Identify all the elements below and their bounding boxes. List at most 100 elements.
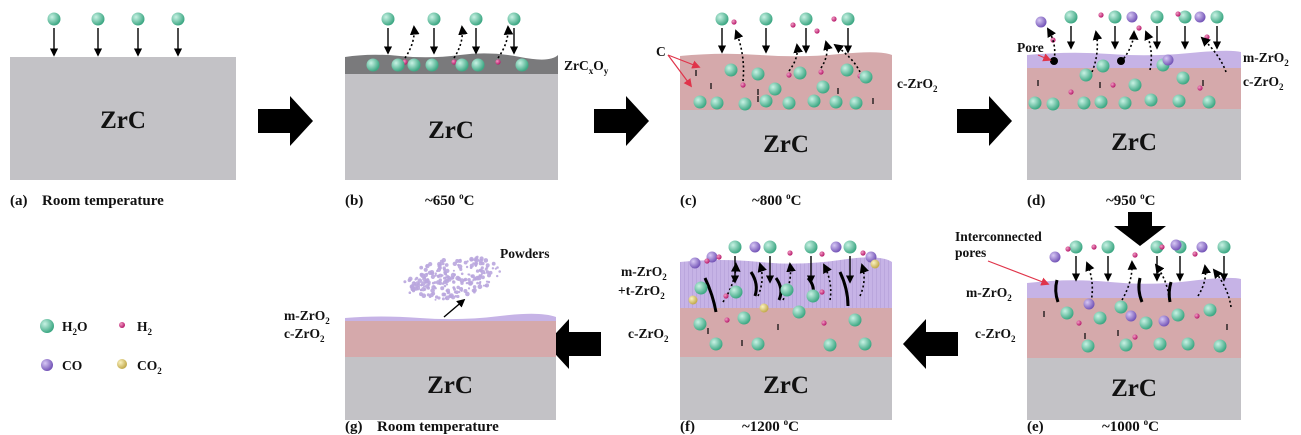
co-molecule-icon [830,241,842,253]
co-molecule-icon [1170,239,1182,251]
h2o-molecule-icon [738,97,752,111]
powder-particle [463,277,468,282]
interconnected-pores-label: Interconnected [955,229,1042,244]
powder-particle [445,268,450,273]
h2o-molecule-icon [693,95,707,109]
powder-particle [403,280,407,284]
h2-molecule-icon [1076,320,1082,326]
powder-particle [452,280,456,284]
powder-particle [408,291,412,295]
process-arrow-d-e [1114,212,1166,246]
powder-particle [440,286,445,291]
outward-arrow-icon [820,40,833,69]
h2-molecule-icon [831,16,837,22]
h2-molecule-icon [731,19,737,25]
panel-c-letter: (c) [680,193,697,209]
powder-particle [470,274,474,278]
h2o-molecule-icon [407,58,421,72]
powder-particle [463,260,468,265]
h2o-molecule-icon [763,240,777,254]
zrc-substrate [345,357,556,420]
h2o-molecule-icon [729,285,743,299]
panel-a-letter: (a) [10,193,28,209]
outward-arrow-icon [722,262,741,303]
h2o-molecule-icon [131,12,145,26]
h2-molecule-icon [821,320,827,326]
h2-legend-icon [119,322,125,328]
h2o-molecule-icon [1101,240,1115,254]
h2-molecule-icon [819,289,825,295]
powder-particle [428,262,433,267]
co-legend-label: CO [62,358,82,373]
powder-particle [472,279,475,282]
carbon-label: C [656,44,666,59]
powder-particle [496,266,499,269]
powder-particle [425,265,428,268]
pore-icon [1050,57,1058,65]
powder-particle [456,294,460,299]
powder-particle [483,258,489,263]
powder-particle [452,261,457,266]
interconnected-pore-icon [838,271,850,307]
legend: H2O H2 CO CO2 [40,319,162,376]
powder-particle [455,290,459,295]
h2o-molecule-icon [1150,240,1164,254]
pore-icon [1117,57,1125,65]
powder-particle [496,274,499,278]
panel-e-condition: ~1000 oC [1102,417,1159,435]
panel-b: ZrC ZrCxOy (b) ~650 oC [345,12,609,209]
co-molecule-icon [1083,298,1095,310]
co-molecule-icon [1158,315,1170,327]
h2o-molecule-icon [1046,97,1060,111]
powder-particle [430,274,435,279]
powder-particle [465,291,470,297]
powder-particle [485,270,490,274]
h2o-molecule-icon [693,317,707,331]
h2o-molecule-icon [793,66,807,80]
panel-a: ZrC (a) Room temperature [10,12,236,209]
c-zro2-layer [345,320,556,357]
h2-molecule-icon [1091,244,1097,250]
pore-label: Pore [1017,40,1044,55]
h2o-molecule-icon [1094,95,1108,109]
powder-particle [479,256,484,261]
h2o-molecule-icon [1139,316,1153,330]
h2o-molecule-icon [709,337,723,351]
powder-particle [413,281,416,284]
interconnected-pore-icon [1137,277,1144,303]
powder-particle [426,286,430,290]
co-molecule-icon [1194,11,1206,23]
c-zro2-label: c-ZrO2 [628,326,669,344]
powder-particle [445,283,449,286]
h2o-molecule-icon [858,337,872,351]
h2o-molecule-icon [782,96,796,110]
h2o-molecule-icon [816,80,830,94]
m-t-zro2-label: m-ZrO2 [621,264,667,282]
outward-arrow-icon [404,25,420,59]
powder-particle [439,263,442,266]
h2o-molecule-icon [823,338,837,352]
h2o-molecule-icon [759,12,773,26]
zrc-label: ZrC [1111,129,1157,156]
outward-arrow-icon [788,43,803,72]
powder-particle [456,276,462,281]
h2o-molecule-icon [1064,10,1078,24]
powder-particle [456,285,461,290]
powder-particle [465,265,469,269]
powder-particle [465,282,468,285]
h2-molecule-icon [1068,89,1074,95]
powder-particle [415,276,419,280]
zrc-substrate [1027,358,1241,420]
panel-c-condition: ~800 oC [752,191,801,209]
h2o-molecule-icon [1069,240,1083,254]
powder-particle [436,269,439,273]
outward-arrow-icon [734,29,745,82]
h2o-molecule-icon [807,94,821,108]
powder-particle [468,282,472,285]
powder-particle [441,297,445,301]
powder-particle [423,267,428,272]
h2o-molecule-icon [849,96,863,110]
m-t-zro2-label-2: +t-ZrO2 [618,283,665,301]
co-molecule-icon [1126,11,1138,23]
co2-legend-icon [117,359,127,369]
